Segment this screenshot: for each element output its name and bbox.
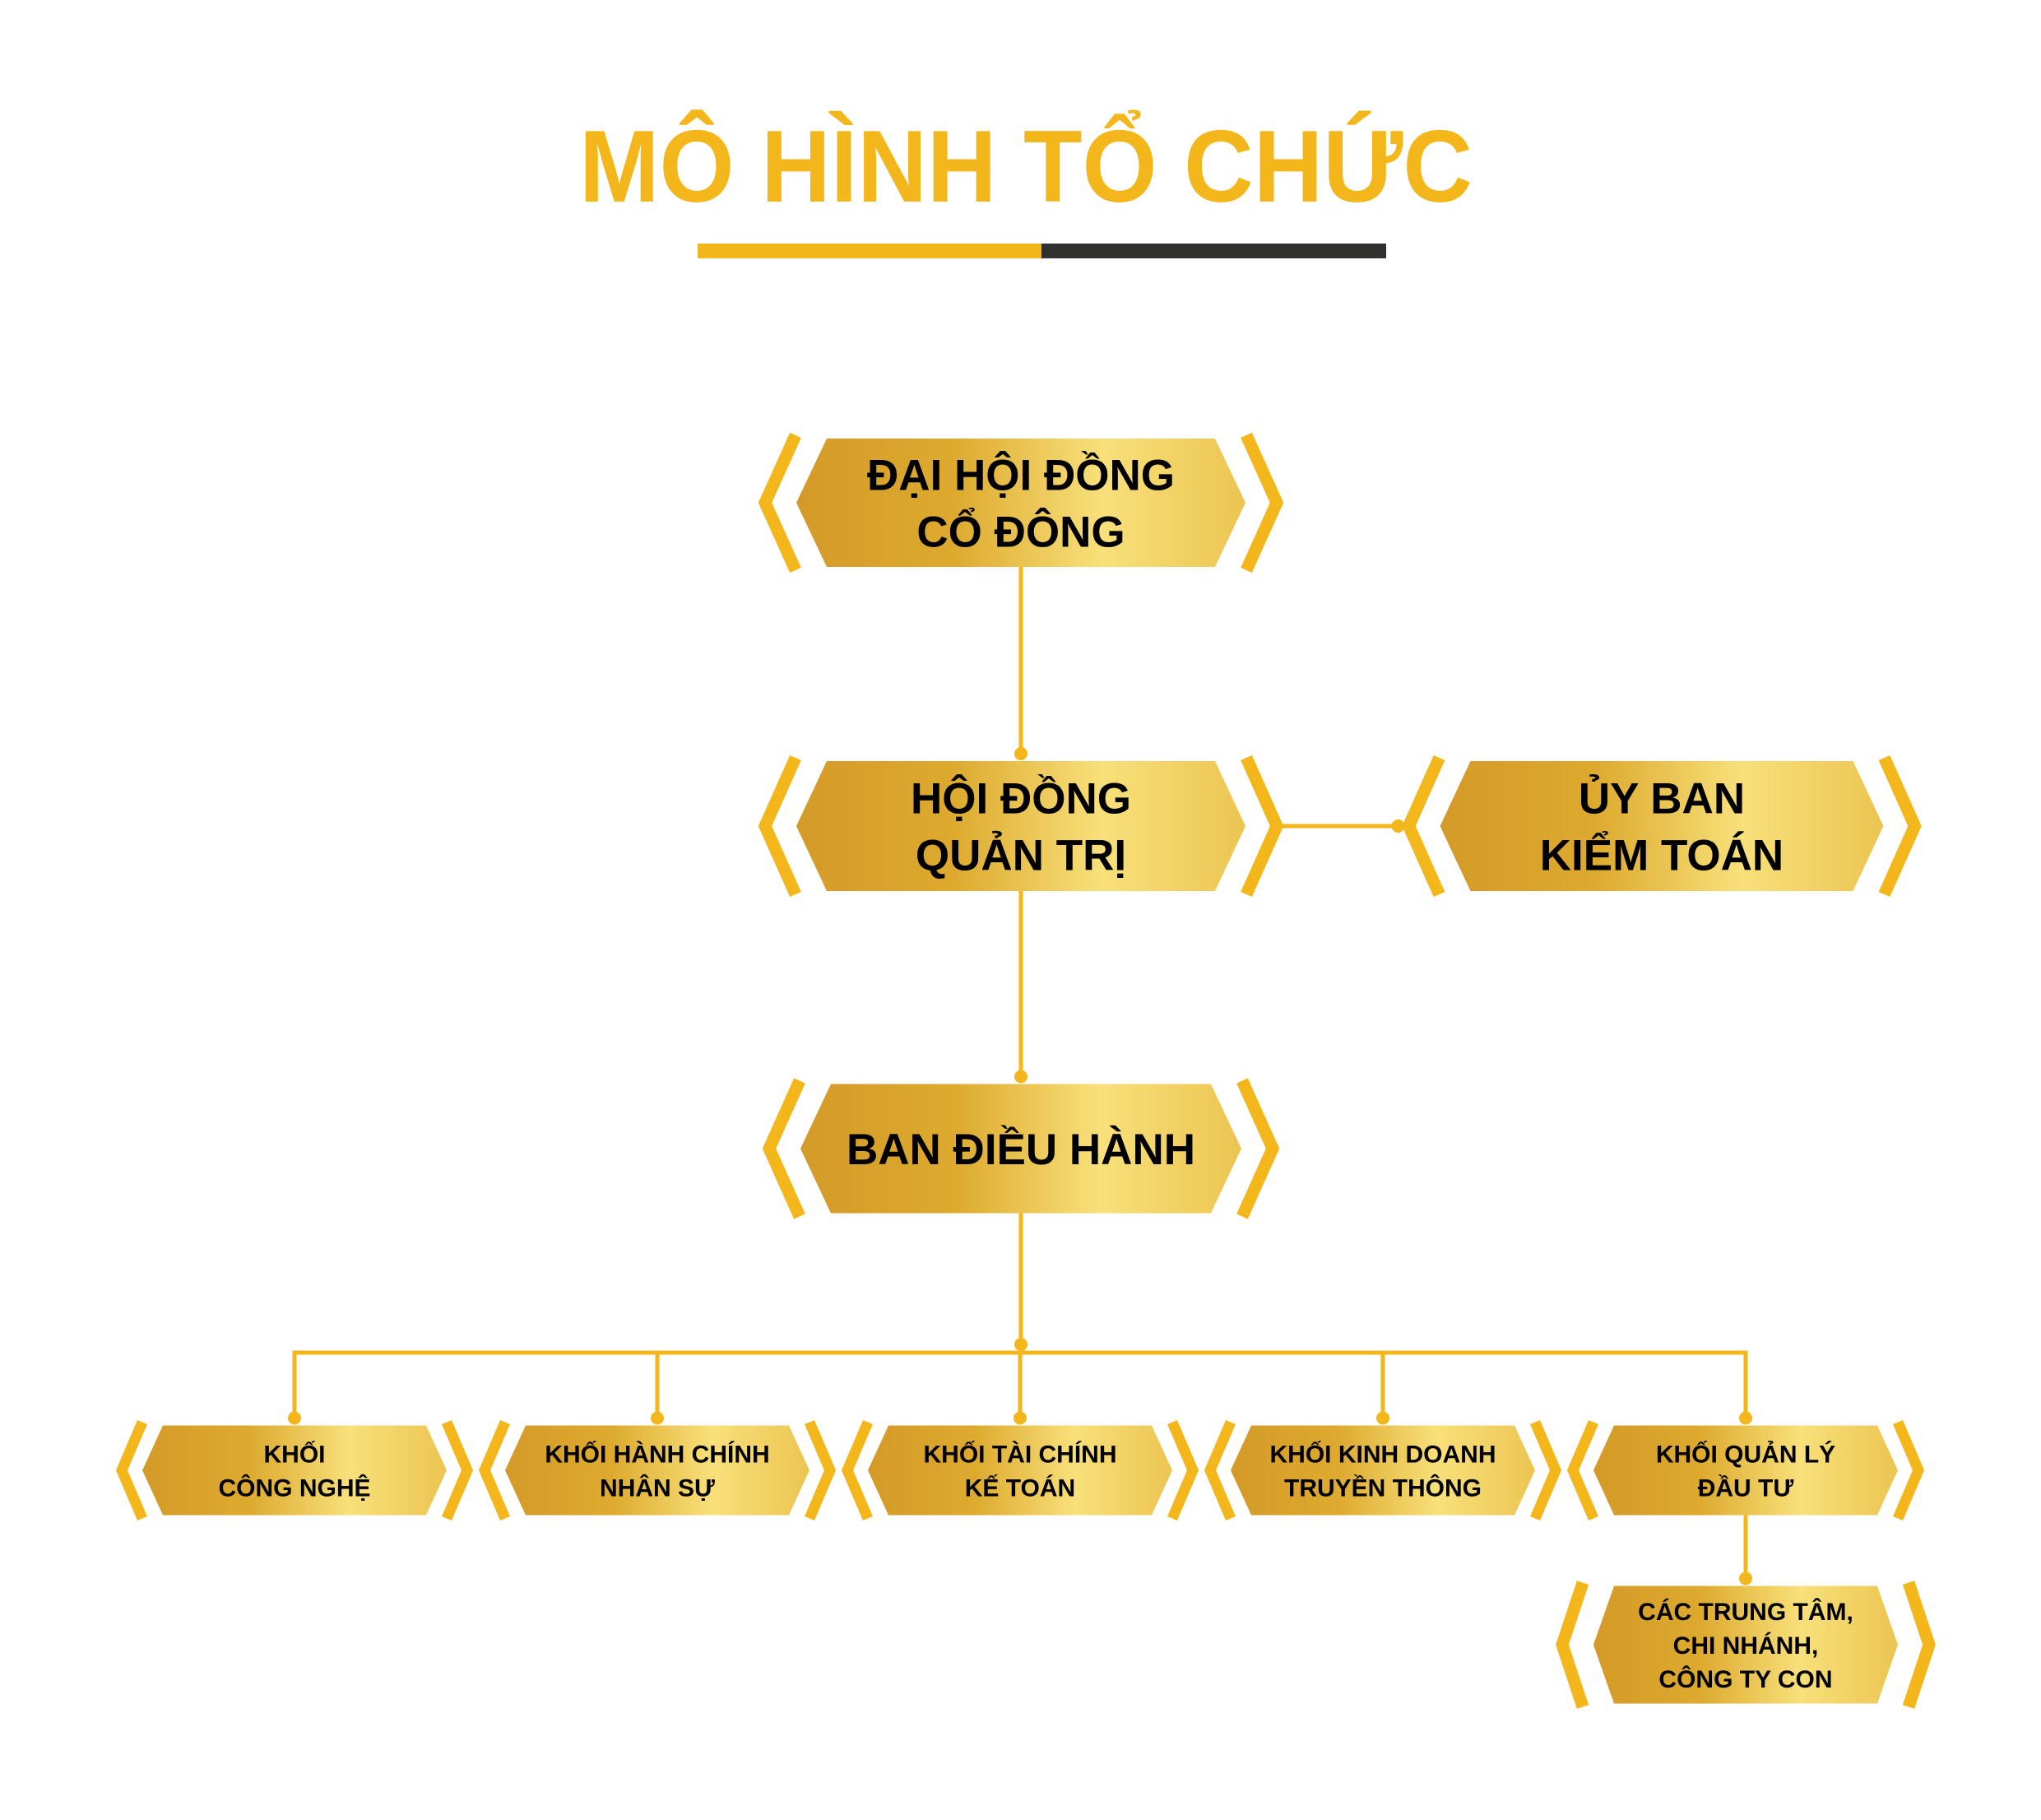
connector-dot bbox=[1014, 1411, 1027, 1425]
node-label-line: BAN ĐIỀU HÀNH bbox=[847, 1125, 1195, 1174]
connector-dot bbox=[651, 1411, 664, 1425]
chevron-right-icon bbox=[442, 1419, 474, 1521]
node-label-line: KHỐI KINH DOANH bbox=[1270, 1440, 1496, 1468]
node-label-line: KHỐI QUẢN LÝ bbox=[1656, 1440, 1835, 1468]
node-label-line: CÔNG NGHỆ bbox=[218, 1474, 370, 1502]
node-label-line: TRUYỀN THÔNG bbox=[1284, 1474, 1482, 1502]
node-label-line: KẾ TOÁN bbox=[965, 1474, 1075, 1502]
chevron-right-icon bbox=[1241, 432, 1284, 573]
connector-dot bbox=[1014, 747, 1027, 760]
node-box bbox=[796, 439, 1245, 567]
chevron-left-icon bbox=[1556, 1581, 1589, 1709]
node-label-line: CÔNG TY CON bbox=[1658, 1665, 1832, 1693]
connector-dot bbox=[1014, 1338, 1027, 1351]
chevron-left-icon bbox=[1402, 754, 1445, 898]
org-node-board: HỘI ĐỒNG QUẢN TRỊ bbox=[758, 754, 1284, 898]
chevron-right-icon bbox=[1893, 1419, 1925, 1521]
node-box bbox=[796, 761, 1245, 891]
title-underline-yellow bbox=[698, 244, 1041, 258]
node-label-line: QUẢN TRỊ bbox=[916, 831, 1126, 880]
node-label-line: NHÂN SỰ bbox=[600, 1474, 715, 1502]
chevron-left-icon bbox=[758, 754, 801, 898]
chevron-right-icon bbox=[1236, 1078, 1280, 1219]
node-label-line: CHI NHÁNH, bbox=[1673, 1632, 1819, 1660]
org-node-finance-accounting: KHỐI TÀI CHÍNH KẾ TOÁN bbox=[841, 1419, 1199, 1521]
chevron-left-icon bbox=[478, 1419, 510, 1521]
node-label-line: ĐẦU TƯ bbox=[1698, 1474, 1794, 1502]
node-box bbox=[1593, 1425, 1898, 1516]
org-node-subsidiaries: CÁC TRUNG TÂM, CHI NHÁNH, CÔNG TY CON bbox=[1556, 1581, 1936, 1709]
connector-dot bbox=[1014, 1070, 1027, 1084]
connector-dot bbox=[288, 1411, 301, 1425]
chevron-right-icon bbox=[805, 1419, 837, 1521]
org-node-business-media: KHỐI KINH DOANH TRUYỀN THÔNG bbox=[1204, 1419, 1562, 1521]
chevron-left-icon bbox=[841, 1419, 873, 1521]
node-label-line: KHỐI HÀNH CHÍNH bbox=[545, 1440, 769, 1468]
chevron-left-icon bbox=[762, 1078, 805, 1219]
chevron-left-icon bbox=[1566, 1419, 1598, 1521]
node-box bbox=[800, 1084, 1241, 1214]
org-node-admin-hr: KHỐI HÀNH CHÍNH NHÂN SỰ bbox=[478, 1419, 837, 1521]
chevron-left-icon bbox=[1204, 1419, 1236, 1521]
node-box bbox=[142, 1425, 447, 1516]
title-underline-dark bbox=[1041, 244, 1386, 258]
chevron-right-icon bbox=[1530, 1419, 1562, 1521]
node-label-line: CỔ ĐÔNG bbox=[916, 507, 1125, 557]
connector-dot bbox=[1376, 1411, 1389, 1425]
node-label-line: CÁC TRUNG TÂM, bbox=[1638, 1598, 1853, 1626]
node-label-line: KHỐI TÀI CHÍNH bbox=[924, 1440, 1117, 1468]
connectors bbox=[288, 567, 1752, 1586]
connector-dot bbox=[1739, 1411, 1752, 1425]
chevron-right-icon bbox=[1167, 1419, 1199, 1521]
node-box bbox=[1593, 1586, 1898, 1704]
node-box bbox=[1231, 1425, 1535, 1516]
node-box bbox=[505, 1425, 809, 1516]
node-label-line: HỘI ĐỒNG bbox=[911, 773, 1131, 824]
org-node-general-meeting: ĐẠI HỘI ĐỒNG CỔ ĐÔNG bbox=[758, 432, 1284, 573]
node-label-line: KHỐI bbox=[264, 1440, 326, 1468]
node-box bbox=[1440, 761, 1884, 891]
node-label-line: ĐẠI HỘI ĐỒNG bbox=[867, 450, 1175, 500]
chevron-left-icon bbox=[758, 432, 801, 573]
node-label-line: KIỂM TOÁN bbox=[1540, 831, 1784, 880]
org-node-audit-committee: ỦY BAN KIỂM TOÁN bbox=[1402, 754, 1922, 898]
node-box bbox=[868, 1425, 1172, 1516]
chevron-right-icon bbox=[1878, 754, 1922, 898]
chevron-right-icon bbox=[1902, 1581, 1936, 1709]
org-node-investment-management: KHỐI QUẢN LÝ ĐẦU TƯ bbox=[1566, 1419, 1925, 1521]
chevron-left-icon bbox=[115, 1419, 147, 1521]
connector-dot bbox=[1391, 819, 1405, 833]
org-node-executive-board: BAN ĐIỀU HÀNH bbox=[762, 1078, 1280, 1219]
org-node-technology: KHỐI CÔNG NGHỆ bbox=[115, 1419, 474, 1521]
page-title: MÔ HÌNH TỔ CHỨC bbox=[579, 109, 1473, 224]
title-underline bbox=[698, 244, 1386, 258]
chevron-right-icon bbox=[1241, 754, 1284, 898]
nodes: ĐẠI HỘI ĐỒNG CỔ ĐÔNG HỘI ĐỒNG QUẢN TRỊ ỦY BA… bbox=[115, 432, 1936, 1709]
connector-dot bbox=[1739, 1572, 1752, 1586]
node-label-line: ỦY BAN bbox=[1579, 774, 1745, 824]
